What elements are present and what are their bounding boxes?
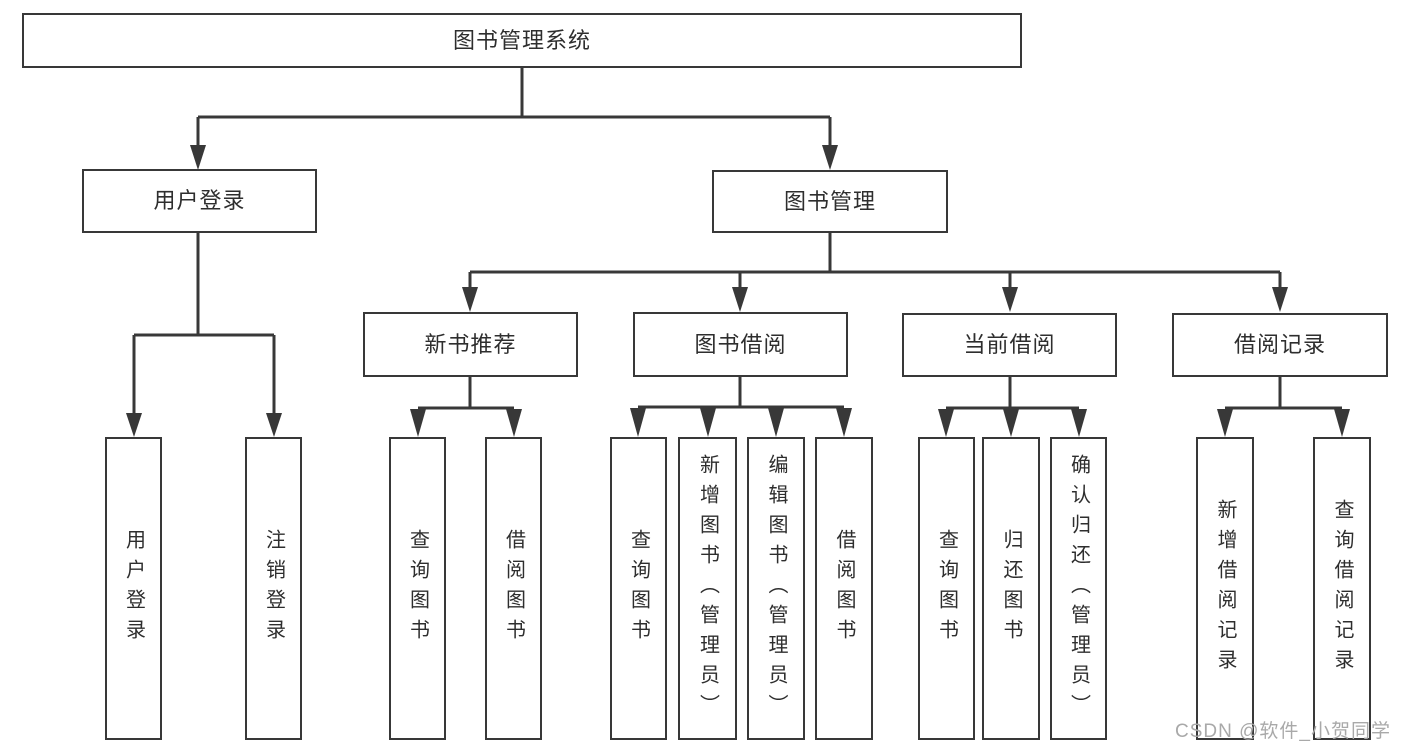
- node-current-borrow-label: 当前借阅: [963, 332, 1056, 357]
- node-user-login-label: 用户登录: [153, 188, 246, 213]
- leaf-add-borrow-record: 新增借阅记录: [1196, 437, 1254, 740]
- csdn-watermark: CSDN @软件_小贺同学: [1175, 721, 1391, 742]
- leaf-logout: 注销登录: [245, 437, 302, 740]
- leaf-query-borrow-record: 查询借阅记录: [1313, 437, 1371, 740]
- leaf-query-book-borrow: 查询图书: [610, 437, 667, 740]
- leaf-borrow-book-recommend: 借阅图书: [485, 437, 542, 740]
- leaf-add-book-admin: 新增图书（管理员）: [678, 437, 737, 740]
- node-book-borrow-label: 图书借阅: [694, 331, 787, 357]
- leaf-edit-book-admin: 编辑图书（管理员）: [747, 437, 805, 740]
- node-current-borrow: 当前借阅: [902, 313, 1117, 377]
- leaf-borrow-book: 借阅图书: [815, 437, 873, 740]
- node-borrow-records: 借阅记录: [1172, 313, 1388, 377]
- node-new-book-recommend-label: 新书推荐: [424, 331, 517, 357]
- leaf-query-book-recommend: 查询图书: [389, 437, 446, 740]
- node-user-login: 用户登录: [82, 169, 317, 233]
- node-root: 图书管理系统: [22, 13, 1022, 68]
- node-book-management: 图书管理: [712, 170, 948, 233]
- leaf-query-book-current: 查询图书: [918, 437, 975, 740]
- leaf-return-book: 归还图书: [982, 437, 1040, 740]
- node-book-borrow: 图书借阅: [633, 312, 848, 377]
- node-new-book-recommend: 新书推荐: [363, 312, 578, 377]
- leaf-user-login: 用户登录: [105, 437, 162, 740]
- node-root-label: 图书管理系统: [452, 27, 591, 53]
- node-book-management-label: 图书管理: [783, 188, 876, 214]
- arrowheads: [126, 145, 1350, 437]
- node-borrow-records-label: 借阅记录: [1233, 332, 1326, 357]
- leaf-confirm-return-admin: 确认归还（管理员）: [1050, 437, 1107, 740]
